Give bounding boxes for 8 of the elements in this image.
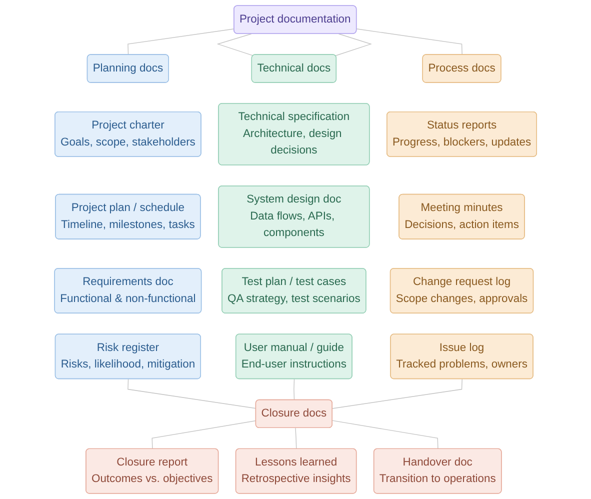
connector xyxy=(293,378,294,400)
connector xyxy=(127,378,256,409)
connector xyxy=(332,378,462,409)
connector xyxy=(332,420,438,450)
connector xyxy=(356,28,462,56)
connector xyxy=(152,420,256,450)
connector xyxy=(295,428,297,450)
connector xyxy=(127,28,234,56)
